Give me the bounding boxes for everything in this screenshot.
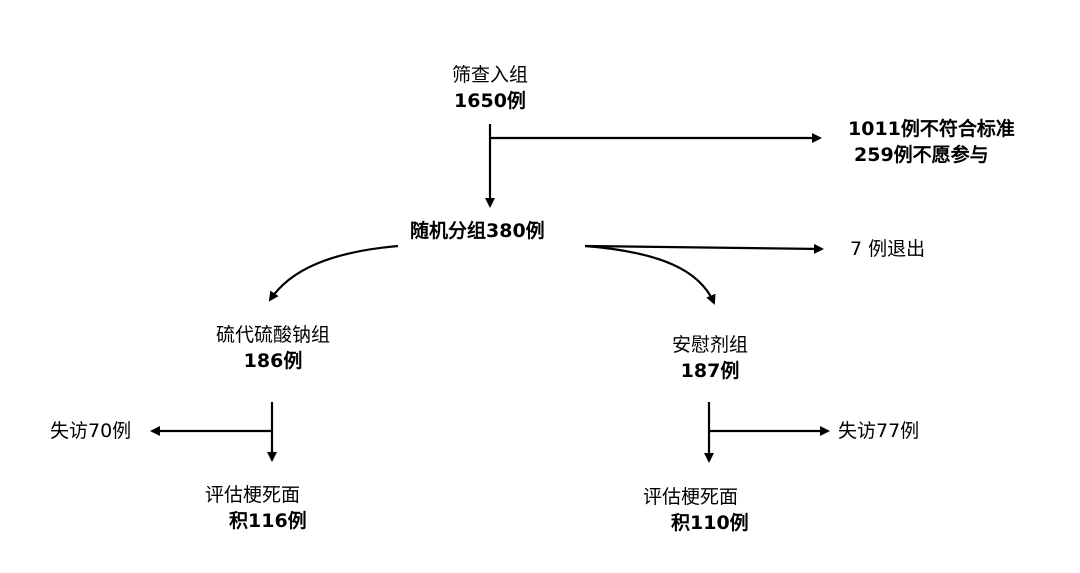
withdrawn-label: 7 例退出 [850, 238, 926, 260]
node-sts-assessed: 评估梗死面 积116例 [205, 482, 307, 534]
sts-lost-label: 失访70例 [50, 420, 132, 442]
placebo-assessed-line2: 积110例 [671, 512, 749, 534]
arrow-to-placebo-group [584, 244, 716, 305]
node-sts-lost: 失访70例 [50, 418, 131, 444]
placebo-group-count: 187例 [680, 360, 740, 382]
placebo-group-title: 安慰剂组 [671, 334, 748, 356]
node-randomized: 随机分组380例 [410, 218, 545, 244]
node-sts-group: 硫代硫酸钠组 186例 [188, 322, 358, 374]
randomized-label: 随机分组380例 [410, 220, 545, 242]
excluded-criteria: 1011例不符合标准 [848, 118, 1015, 140]
sts-group-count: 186例 [243, 350, 303, 372]
node-excluded: 1011例不符合标准 259例不愿参与 [848, 116, 1015, 168]
sts-assessed-line2: 积116例 [229, 510, 307, 532]
node-screening: 筛查入组 1650例 [425, 62, 555, 114]
sts-assessed-line1: 评估梗死面 [205, 484, 301, 506]
placebo-assessed-line1: 评估梗死面 [643, 486, 739, 508]
placebo-lost-label: 失访77例 [838, 420, 920, 442]
node-withdrawn: 7 例退出 [850, 236, 925, 262]
node-placebo-assessed: 评估梗死面 积110例 [643, 484, 749, 536]
node-placebo-group: 安慰剂组 187例 [640, 332, 780, 384]
node-placebo-lost: 失访77例 [838, 418, 919, 444]
sts-group-title: 硫代硫酸钠组 [215, 324, 330, 346]
excluded-declined: 259例不愿参与 [854, 144, 989, 166]
screening-count: 1650例 [454, 90, 526, 112]
arrow-to-sts-group [268, 244, 399, 302]
screening-title: 筛查入组 [451, 64, 528, 86]
arrow-to-withdrawn [584, 243, 824, 254]
